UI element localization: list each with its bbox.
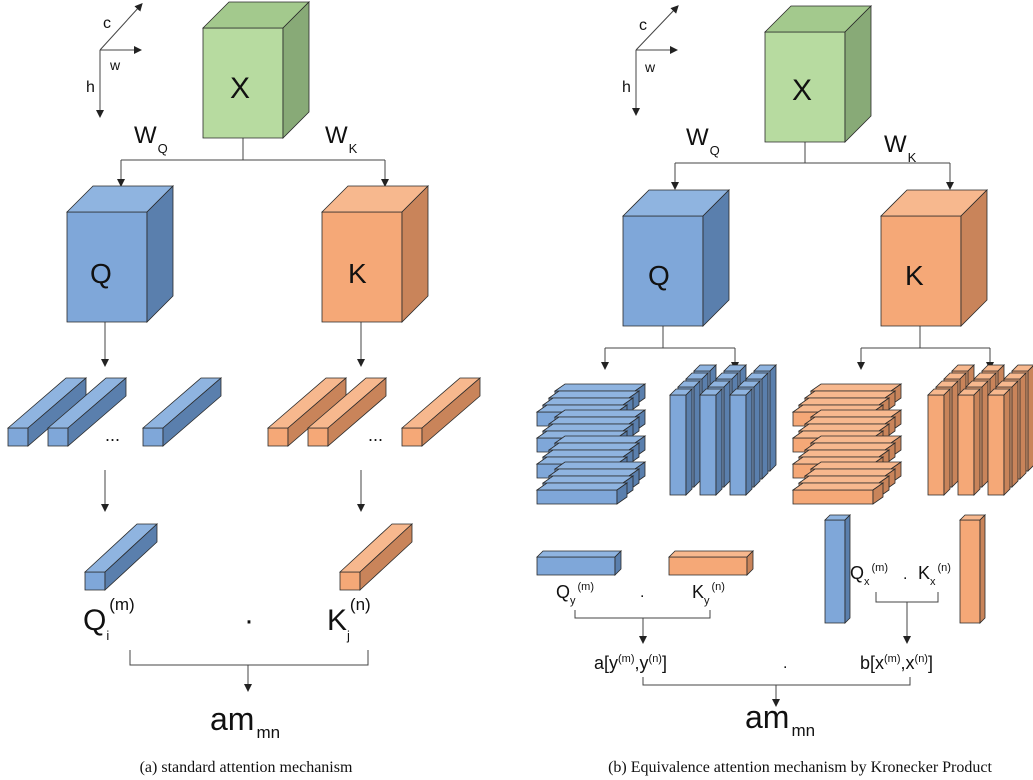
qi-vector: [83, 523, 159, 591]
k-tensor: [880, 189, 988, 327]
wk-label: WK: [325, 122, 358, 156]
qx-column-stack: [729, 388, 753, 496]
q-label: Q: [648, 260, 670, 291]
qx-column: [824, 514, 851, 624]
ellipsis-k: ...: [368, 425, 383, 445]
k-vector: [400, 377, 482, 447]
axis-c-arrow: [99, 3, 143, 51]
kj-label: Kj(n): [327, 595, 371, 643]
dot-label: .: [640, 584, 644, 601]
dot-label: ·: [244, 604, 254, 637]
wk-label: WK: [884, 131, 917, 165]
axis-c-arrow: [635, 5, 679, 51]
axis-h-label: h: [86, 79, 95, 96]
axis-w-label: w: [644, 59, 656, 75]
qx-column-stack: [669, 388, 693, 496]
qi-label: Qi(m): [83, 595, 135, 643]
qy-slab-stack: [535, 482, 629, 505]
ky-label: Ky(n): [692, 581, 725, 607]
qy-slab: [536, 550, 622, 576]
x-tensor: [202, 1, 310, 139]
q-tensor: [622, 189, 730, 327]
x-label: X: [792, 74, 812, 107]
caption-b: (b) Equivalence attention mechanism by K…: [608, 759, 992, 776]
x-label: X: [230, 72, 250, 105]
ky-slab: [668, 550, 754, 576]
q-tensor: [66, 185, 174, 323]
ky-slab-stack: [791, 482, 885, 505]
kx-column-stack: [927, 388, 951, 496]
kx-column-stack: [987, 388, 1011, 496]
b-expression: b[x(m),x(n)]: [860, 653, 933, 673]
kx-column-stack: [957, 388, 981, 496]
wq-label: WQ: [686, 124, 720, 158]
wq-label: WQ: [134, 122, 168, 156]
k-vector: [266, 377, 348, 447]
qy-ky-bracket: [574, 610, 711, 619]
axis-legend-a: c w h: [86, 15, 121, 96]
k-tensor: [321, 185, 429, 323]
k-label: K: [905, 260, 924, 291]
combine-bracket: [129, 650, 369, 666]
kx-label: Kx(n): [918, 562, 951, 588]
axis-c-label: c: [103, 15, 111, 32]
k-vector: [306, 377, 388, 447]
axis-legend-b: c w h: [622, 17, 656, 96]
dot-label: .: [783, 655, 787, 672]
k-label: K: [348, 258, 367, 289]
kx-column: [959, 514, 986, 624]
x-tensor: [764, 5, 872, 143]
axis-h-label: h: [622, 79, 631, 96]
dot-label: .: [903, 566, 907, 583]
q-label: Q: [90, 258, 112, 289]
kj-vector: [338, 523, 414, 591]
q-vector: [46, 377, 128, 447]
q-vector: [141, 377, 223, 447]
a-expression: a[y(m),y(n)]: [594, 653, 667, 673]
qx-kx-bracket: [875, 592, 939, 603]
axis-c-label: c: [639, 17, 647, 34]
caption-a: (a) standard attention mechanism: [140, 759, 353, 776]
ellipsis-q: ...: [105, 425, 120, 445]
axis-w-label: w: [109, 57, 121, 73]
combine-bracket: [642, 677, 911, 686]
qx-column-stack: [699, 388, 723, 496]
qx-label: Qx(m): [850, 562, 888, 588]
qy-label: Qy(m): [556, 581, 594, 607]
